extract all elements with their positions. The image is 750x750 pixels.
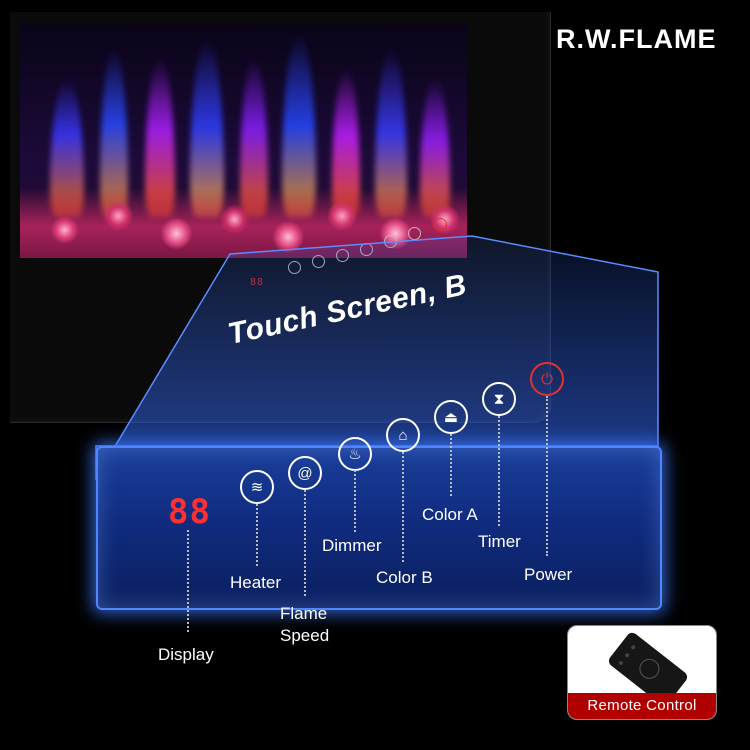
zoomed-control-panel [96,446,662,610]
color-b-label: Color B [376,568,433,587]
flame-speed-label-line1: Flame [280,604,328,623]
color-b-leader [402,452,404,562]
flame-icon: ♨ [348,445,362,463]
lamp-shade-icon: ⏏ [443,408,459,426]
timer-label: Timer [478,532,521,551]
color-b-button[interactable]: ⌂ [386,418,420,452]
power-label: Power [524,565,573,584]
spiral-icon: @ [297,464,313,482]
dimmer-button[interactable]: ♨ [338,437,372,471]
remote-control-inset: Remote Control [567,625,717,720]
flame-speed-leader [304,490,306,596]
brand-logo: R.W.FLAME [556,24,717,54]
display-label: Display [158,645,214,664]
heater-label: Heater [230,573,282,592]
display-leader [187,530,189,632]
power-leader [546,396,548,556]
fireplace-unit: 88 [10,12,551,423]
remote-control-label: Remote Control [568,693,716,719]
power-icon: ⏻ [541,370,553,388]
flame-speed-label-line2: Speed [280,626,330,645]
lamp-icon: ⌂ [398,426,408,444]
dimmer-leader [354,470,356,532]
mini-display-digits: 88 [250,277,265,288]
display-digits: 88 [168,492,211,532]
power-button[interactable]: ⏻ [530,362,564,396]
remote-control-image [596,626,696,708]
dimmer-label: Dimmer [322,536,382,555]
flame-speed-button[interactable]: @ [288,456,322,490]
heater-leader [256,504,258,566]
color-a-leader [450,434,452,496]
timer-leader [498,416,500,526]
color-a-button[interactable]: ⏏ [434,400,468,434]
timer-button[interactable]: ⧗ [482,382,516,416]
heater-button[interactable]: ≋ [240,470,274,504]
flame-speed-label: Flame Speed [280,603,329,647]
hourglass-icon: ⧗ [493,390,505,408]
heat-waves-icon: ≋ [250,478,264,496]
firebox [20,24,467,258]
color-a-label: Color A [422,505,478,524]
